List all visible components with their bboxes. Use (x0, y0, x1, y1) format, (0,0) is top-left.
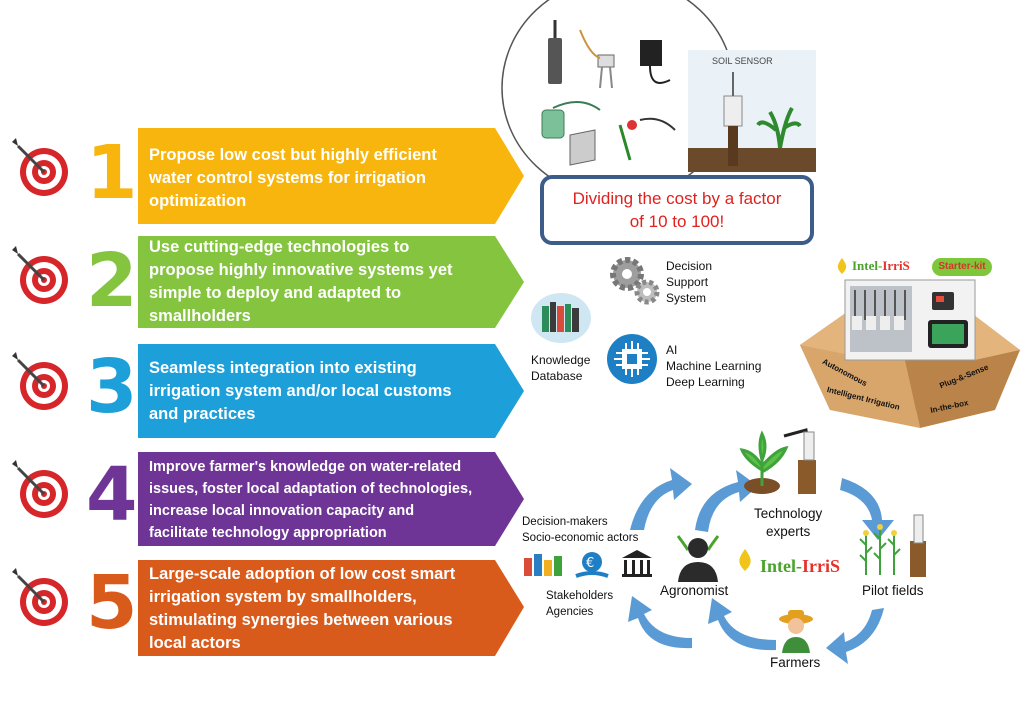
cost-line: Dividing the cost by a factor (572, 189, 782, 208)
target-icon (12, 138, 68, 196)
people-icon (524, 554, 562, 576)
agronomist-icon (676, 535, 720, 582)
cycle-arrow (708, 598, 776, 651)
cycle-arrow (826, 608, 884, 664)
goal-number: 1 (86, 130, 138, 216)
target-icon (12, 568, 68, 626)
probe-icon (640, 40, 662, 66)
starter-kit-badge: Starter-kit (932, 258, 992, 276)
goal-arrow-3 (138, 344, 524, 438)
target-icon (12, 460, 68, 518)
cost-line: of 10 to 100! (629, 212, 725, 231)
probe-icon (597, 54, 615, 68)
goal-number: 3 (86, 344, 138, 430)
pilot-field-icon (859, 514, 926, 577)
probe-icon (541, 109, 565, 139)
goal-number: 4 (86, 452, 138, 538)
institution-icon (622, 550, 652, 577)
goal-arrow-4 (138, 452, 524, 546)
probe-icon (548, 38, 562, 84)
sensor-plant-icon (739, 428, 816, 494)
probe-icon (569, 129, 596, 166)
intel-irris-logo: Intel-IrriS (852, 258, 910, 273)
agronomist-label: Agronomist (660, 583, 729, 598)
soil (688, 148, 816, 172)
goal-arrow-1 (138, 128, 524, 224)
farmer-icon (779, 610, 813, 653)
target-icon (12, 246, 68, 304)
drop-logo-icon (739, 549, 751, 571)
goal-number: 5 (86, 560, 138, 646)
goal-arrow-2 (138, 236, 524, 328)
cycle-arrow (628, 596, 692, 649)
pilot-fields-label: Pilot fields (862, 583, 924, 598)
gear-icon (610, 257, 660, 305)
sensor-illustration: SOIL SENSOR (501, 0, 816, 199)
target-icon (12, 352, 68, 410)
drop-logo-icon (837, 258, 847, 274)
cycle-arrow (695, 470, 758, 532)
farmers-label: Farmers (770, 655, 821, 670)
kit-box-illustration (800, 279, 1020, 428)
database-icon (531, 293, 591, 343)
soil-sensor-label: SOIL SENSOR (712, 56, 773, 66)
goal-arrow-5 (138, 560, 524, 656)
euro-icon: € (575, 552, 609, 578)
cost-box: Dividing the cost by a factor of 10 to 10… (540, 175, 814, 245)
goal-number: 2 (86, 238, 138, 324)
goal-text: Improve farmer's knowledge on water-rela… (149, 459, 473, 541)
plant-icon (756, 106, 802, 149)
intel-irris-logo: Intel-IrriS (760, 556, 840, 576)
cycle-arrow (630, 468, 692, 530)
chip-icon (607, 334, 657, 384)
svg-text:€: € (586, 556, 594, 571)
stakeholder-icons: € (524, 550, 652, 578)
